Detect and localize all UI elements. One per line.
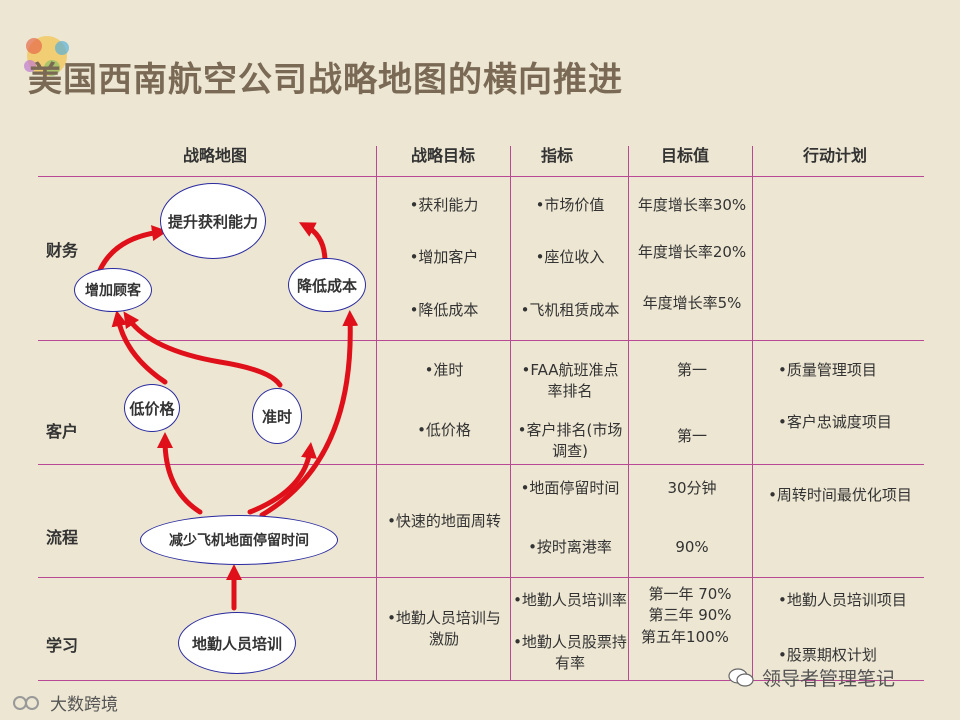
finance-target-1: 年度增长率30% xyxy=(636,195,748,216)
arrow-customers-to-profit xyxy=(100,232,160,270)
learning-action-1: •地勤人员培训项目 xyxy=(766,590,916,611)
customer-goal-1: •准时 xyxy=(382,360,506,381)
finance-metric-1: •市场价值 xyxy=(514,195,626,216)
finance-target-3: 年度增长率5% xyxy=(636,293,748,314)
customer-action-2: •客户忠诚度项目 xyxy=(760,412,920,433)
node-low-price: 低价格 xyxy=(124,384,180,432)
watermark-right-text: 领导者管理笔记 xyxy=(762,664,895,691)
arrow-cost-to-profit xyxy=(306,226,325,262)
finance-goal-3: •降低成本 xyxy=(382,300,506,321)
arrow-ontime-to-customers xyxy=(128,318,280,385)
learning-target-1: 第一年 70% xyxy=(630,584,750,604)
node-ground-staff-training: 地勤人员培训 xyxy=(178,612,296,674)
arrow-ground-to-lowprice xyxy=(165,440,200,512)
learning-metric-1: •地勤人员培训率 xyxy=(512,590,628,611)
learning-action-2: •股票期权计划 xyxy=(766,645,916,666)
wechat-icon xyxy=(728,667,754,689)
learning-metric-2: •地勤人员股票持有率 xyxy=(512,632,628,674)
customer-action-1: •质量管理项目 xyxy=(760,360,920,381)
node-improve-profit: 提升获利能力 xyxy=(160,183,266,259)
finance-goal-2: •增加客户 xyxy=(382,247,506,268)
learning-target-3: 第五年100% xyxy=(640,627,730,647)
process-metric-2: •按时离港率 xyxy=(514,537,626,558)
node-add-customers: 增加顾客 xyxy=(74,268,152,312)
process-goal-1: •快速的地面周转 xyxy=(382,511,506,532)
node-reduce-cost: 降低成本 xyxy=(288,258,366,312)
customer-metric-2: •客户排名(市场调查) xyxy=(514,420,626,462)
customer-target-1: 第一 xyxy=(636,360,748,381)
finance-metric-2: •座位收入 xyxy=(514,247,626,268)
learning-target-2: 第三年 90% xyxy=(630,605,750,625)
watermark-logo-icon xyxy=(12,694,44,712)
process-metric-1: •地面停留时间 xyxy=(514,478,626,499)
learning-goal-1: •地勤人员培训与激励 xyxy=(382,608,506,650)
customer-metric-1: •FAA航班准点率排名 xyxy=(514,360,626,402)
process-target-1: 30分钟 xyxy=(636,478,748,499)
customer-target-2: 第一 xyxy=(636,426,748,447)
finance-metric-3: •飞机租赁成本 xyxy=(514,300,626,321)
watermark-right: 领导者管理笔记 xyxy=(728,664,895,691)
arrow-lowprice-to-customers xyxy=(118,318,165,382)
process-action-1: •周转时间最优化项目 xyxy=(762,485,918,506)
customer-goal-2: •低价格 xyxy=(382,420,506,441)
watermark-left: 大数跨境 xyxy=(12,690,118,715)
finance-goal-1: •获利能力 xyxy=(382,195,506,216)
node-on-time: 准时 xyxy=(252,388,302,444)
finance-target-2: 年度增长率20% xyxy=(636,242,748,263)
process-target-2: 90% xyxy=(636,537,748,558)
node-reduce-ground-time: 减少飞机地面停留时间 xyxy=(140,515,338,565)
watermark-left-text: 大数跨境 xyxy=(50,690,118,715)
